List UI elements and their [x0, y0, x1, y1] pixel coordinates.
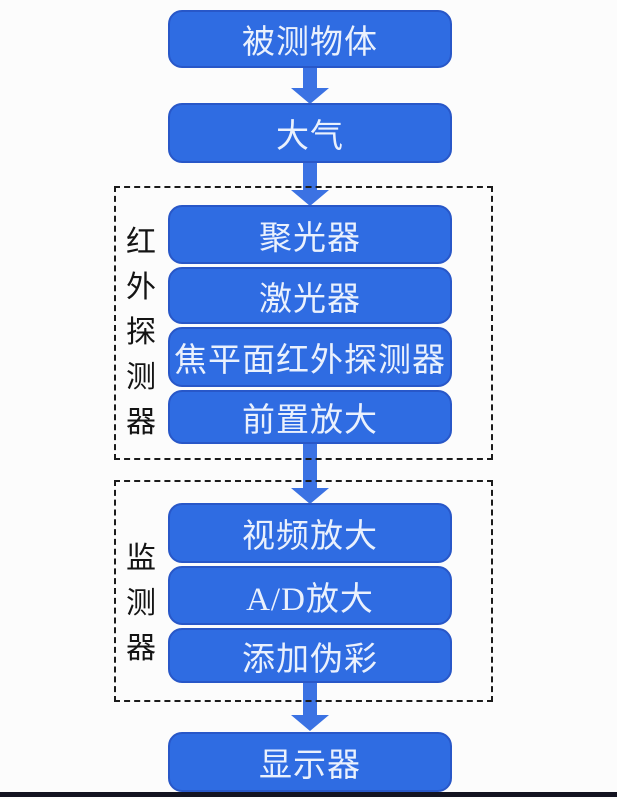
bottom-border-line [0, 792, 617, 797]
arrow-shaft [303, 443, 317, 488]
node-video-amplifier: 视频放大 [168, 503, 452, 563]
node-pseudo-color: 添加伪彩 [168, 628, 452, 683]
node-display: 显示器 [168, 732, 452, 792]
node-focal-plane-infrared-detector: 焦平面红外探测器 [168, 327, 452, 387]
arrow-head [291, 190, 329, 206]
group-infrared-detector-box: 红外探测器 [114, 186, 493, 460]
arrow-down-icon [291, 67, 329, 104]
arrow-head [291, 488, 329, 504]
group-infrared-detector-label: 红外探测器 [126, 226, 156, 439]
group-monitor-box: 监测器 [114, 480, 493, 702]
node-preamplifier: 前置放大 [168, 390, 452, 444]
arrow-shaft [303, 682, 317, 715]
arrow-shaft [303, 67, 317, 88]
node-atmosphere: 大气 [168, 103, 452, 163]
node-ad-amplifier: A/D放大 [168, 566, 452, 625]
arrow-head [291, 88, 329, 104]
arrow-shaft [303, 162, 317, 190]
arrow-down-icon [291, 682, 329, 731]
node-measured-object: 被测物体 [168, 10, 452, 68]
arrow-head [291, 715, 329, 731]
group-monitor-label: 监测器 [126, 542, 156, 665]
arrow-down-icon [291, 443, 329, 504]
node-laser: 激光器 [168, 267, 452, 324]
node-condenser: 聚光器 [168, 205, 452, 264]
arrow-down-icon [291, 162, 329, 206]
